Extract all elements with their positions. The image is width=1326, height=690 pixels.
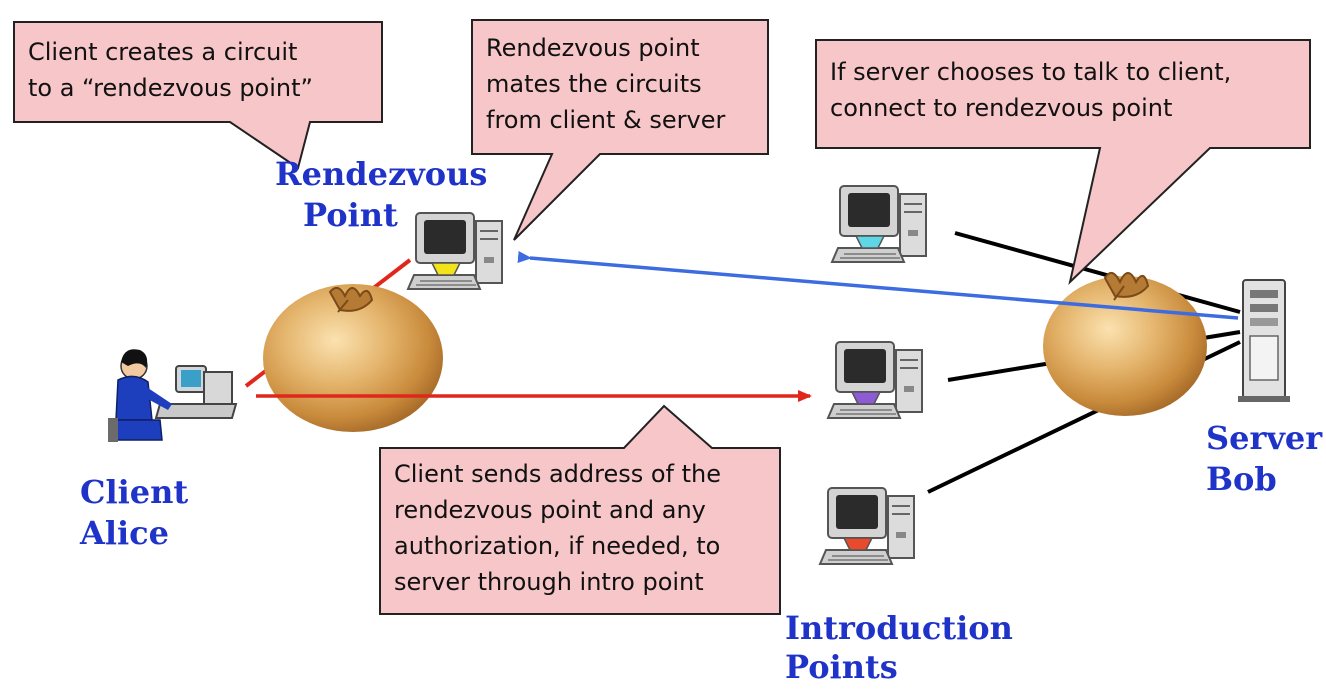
callout-server-connect-line-1: If server chooses to talk to client, — [830, 58, 1231, 86]
label-server-line-1: Server — [1206, 419, 1323, 457]
arrow-server-to-rendezvous — [517, 251, 1239, 320]
client-alice-icon — [108, 349, 238, 442]
onion-left-icon — [263, 284, 443, 432]
server-tower-icon — [1238, 279, 1290, 402]
callout-client-sends-line-3: authorization, if needed, to — [394, 532, 720, 560]
callout-server-connect-line-2: connect to rendezvous point — [830, 94, 1172, 122]
rendezvous-computer-icon — [407, 212, 503, 290]
callout-rendezvous-mates-line-1: Rendezvous point — [486, 34, 700, 62]
callout-client-sends-line-4: server through intro point — [394, 568, 704, 596]
callout-client-circuit: Client creates a circuit to a “rendezvou… — [13, 21, 383, 170]
label-server-line-2: Bob — [1206, 460, 1277, 498]
callout-client-sends-line-1: Client sends address of the — [394, 460, 721, 488]
intro-computer-mid-icon — [827, 341, 923, 419]
label-client-line-2: Alice — [79, 514, 169, 552]
callout-client-sends: Client sends address of the rendezvous p… — [379, 404, 781, 615]
label-rendezvous-line-1: Rendezvous — [275, 155, 487, 193]
label-server-bob: Server Bob — [1206, 419, 1323, 498]
callout-client-circuit-line-1: Client creates a circuit — [28, 38, 297, 66]
callout-client-circuit-line-2: to a “rendezvous point” — [28, 74, 313, 102]
callout-rendezvous-mates-line-3: from client & server — [486, 106, 725, 134]
intro-computer-bottom-icon — [819, 487, 915, 565]
label-client-alice: Client Alice — [79, 473, 188, 552]
link-server-to-intro-top — [954, 231, 1241, 314]
label-intro-line-1: Introduction — [785, 609, 1013, 647]
label-introduction-points: Introduction Points — [785, 609, 1013, 686]
callout-client-sends-line-2: rendezvous point and any — [394, 496, 706, 524]
callout-server-connect: If server chooses to talk to client, con… — [815, 39, 1311, 286]
label-intro-line-2: Points — [785, 648, 898, 686]
callout-rendezvous-mates: Rendezvous point mates the circuits from… — [471, 19, 769, 241]
intro-computer-top-icon — [831, 185, 927, 263]
label-rendezvous-line-2: Point — [303, 196, 398, 234]
label-rendezvous-point: Rendezvous Point — [275, 155, 487, 234]
callout-rendezvous-mates-line-2: mates the circuits — [486, 70, 702, 98]
label-client-line-1: Client — [80, 473, 188, 511]
